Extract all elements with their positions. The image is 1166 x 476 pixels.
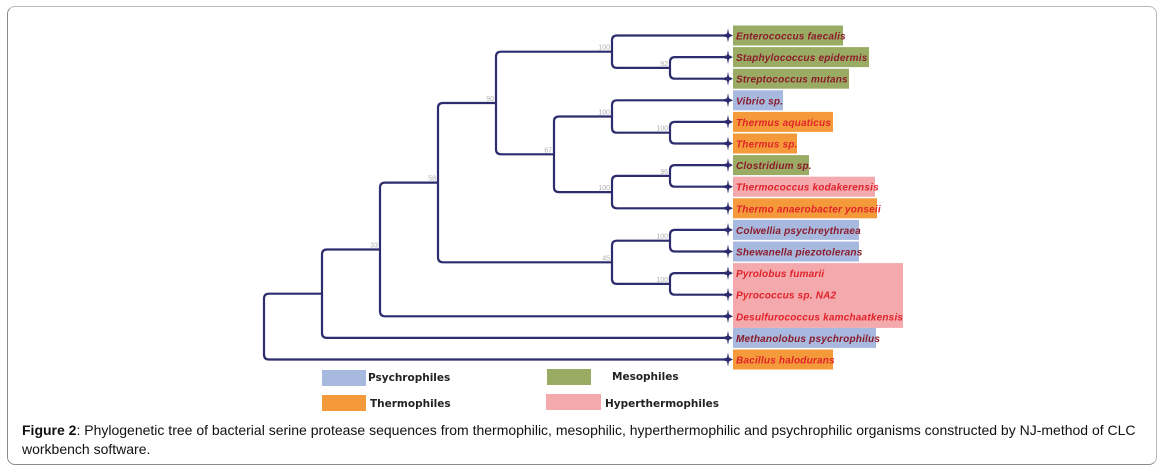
tip-marker-icon [721, 266, 733, 281]
bootstrap-value: 100 [598, 110, 610, 117]
leaf-label-box [733, 263, 903, 328]
tip-marker-icon [721, 136, 733, 151]
leaf-label: Vibrio sp. [736, 96, 783, 107]
leaf-label-box [733, 47, 869, 68]
legend-swatch-mesophiles [547, 369, 591, 385]
leaf-label-box [733, 349, 833, 370]
leaf-label-box [733, 219, 859, 240]
branch-staph [668, 56, 727, 80]
tip-marker-icon [721, 222, 733, 237]
bootstrap-value: 100 [656, 277, 668, 284]
bootstrap-value: 33 [370, 242, 378, 249]
leaf-label: Thermus sp. [736, 140, 798, 151]
leaf-label: Pyrolobus fumarii [736, 269, 824, 280]
tip-marker-icon [721, 287, 733, 302]
bootstrap-value: 100 [656, 126, 668, 133]
branch-colw [668, 228, 727, 253]
leaf-label-box [733, 133, 797, 154]
legend-label-thermophiles: Thermophiles [370, 398, 451, 410]
leaf-label-box [733, 68, 849, 89]
branch-mid [552, 115, 612, 194]
tip-marker-icon [721, 309, 733, 324]
leaf-label-box [733, 198, 877, 219]
legend-swatch-hyperthermophiles [546, 394, 601, 410]
caption-label: Figure 2 [22, 422, 77, 438]
branch-desulf [378, 181, 727, 318]
leaf-label: Clostridium sp. [736, 161, 812, 172]
leaf-label: Colwellia psychreythraea [736, 226, 861, 237]
leaf-label: Thermus aquaticus [736, 118, 831, 129]
legend-label-mesophiles: Mesophiles [612, 371, 679, 383]
figure-frame [7, 6, 1157, 465]
leaf-label-box [733, 90, 783, 111]
tip-marker-icon [721, 201, 733, 216]
tip-marker-icon [721, 50, 733, 65]
leaf-label-box [733, 155, 809, 176]
bootstrap-value: 100 [656, 234, 668, 241]
bootstrap-value: 92 [660, 61, 668, 68]
bootstrap-value: 96 [660, 169, 668, 176]
tip-marker-icon [721, 114, 733, 129]
bootstrap-value: 100 [598, 45, 610, 52]
leaf-label: Desulfurococcus kamchaatkensis [736, 312, 903, 323]
leaf-label: Staphylococcus epidermis [736, 53, 868, 64]
leaf-label-box [733, 25, 843, 46]
legend-swatch-psychrophiles [322, 370, 366, 386]
figure-caption: Figure 2: Phylogenetic tree of bacterial… [22, 421, 1152, 459]
branch-pyro [668, 272, 727, 296]
bootstrap-value: 67 [544, 147, 552, 154]
tip-marker-icon [721, 179, 733, 194]
branch-thermus [668, 120, 727, 145]
leaf-label-box [733, 327, 876, 348]
leaf-label: Pyrococcus sp. NA2 [736, 291, 837, 302]
tip-marker-icon [721, 244, 733, 259]
legend-swatch-thermophiles [322, 395, 366, 411]
branch-clost [668, 164, 727, 188]
phylogenetic-tree: 92 100 100 100 96 100 67 90 100 100 45 58 33 Enteroco… [262, 25, 903, 370]
leaf-label: Thermococcus kodakerensis [736, 183, 879, 194]
leaf-label-box [733, 241, 859, 262]
bootstrap-value: 90 [486, 96, 494, 103]
bootstrap-value: 45 [602, 255, 610, 262]
tip-marker-icon [721, 352, 733, 367]
leaf-label: Shewanella piezotolerans [736, 248, 863, 259]
tip-marker-icon [721, 330, 733, 345]
leaf-label-box [733, 111, 833, 132]
leaf-label: Streptococcus mutans [736, 75, 848, 86]
tip-marker-icon [721, 158, 733, 173]
caption-text: : Phylogenetic tree of bacterial serine … [22, 422, 1136, 457]
leaf-label: Thermo anaerobacter yonseii [736, 204, 881, 215]
branch-root [262, 292, 727, 361]
legend-label-psychrophiles: Psychrophiles [368, 372, 451, 384]
bootstrap-value: 58 [428, 176, 436, 183]
tip-marker-icon [721, 93, 733, 108]
legend-label-hyperthermophiles: Hyperthermophiles [605, 398, 719, 410]
leaf-label: Enterococcus faecalis [736, 32, 846, 43]
leaf-label: Bacillus halodurans [736, 356, 835, 367]
bootstrap-value: 100 [598, 185, 610, 192]
leaf-label: Methanolobus psychrophilus [736, 334, 880, 345]
tip-marker-icon [721, 28, 733, 43]
branch-big [436, 101, 612, 264]
leaf-label-box [733, 176, 875, 197]
tip-marker-icon [721, 71, 733, 86]
